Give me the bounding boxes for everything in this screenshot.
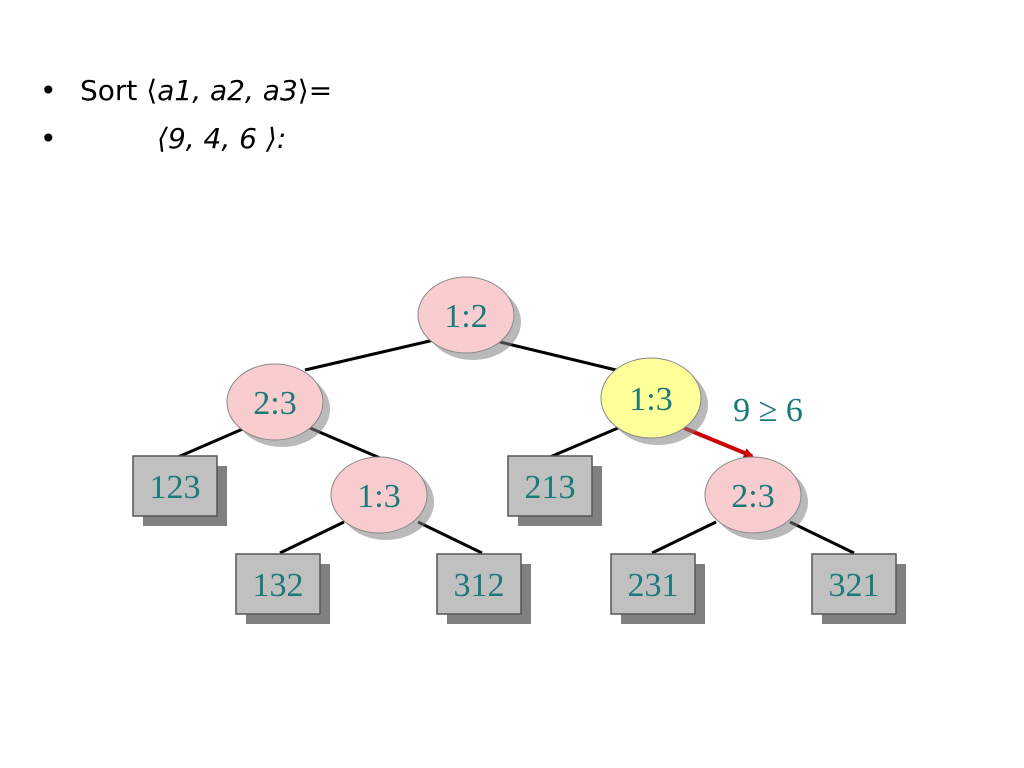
leaf-132: 132 — [235, 553, 330, 624]
values-list: 9, 4, 6 — [167, 122, 266, 155]
leaf-123-label: 123 — [150, 469, 201, 506]
leaf-312-label: 312 — [454, 567, 505, 604]
node-left-label: 2:3 — [253, 385, 296, 422]
leaf-231-label: 231 — [628, 567, 679, 604]
node-root-label: 1:2 — [444, 298, 487, 335]
active-path-arrow — [683, 426, 754, 458]
leaf-321: 321 — [811, 553, 906, 624]
tree-edges — [177, 338, 855, 555]
close-bracket-equals: ⟩= — [297, 74, 333, 107]
comparison-annotation: 9 ≥ 6 — [733, 392, 803, 429]
leaf-231: 231 — [610, 553, 705, 624]
edge-root-left — [304, 338, 435, 372]
bullet-dot: • — [40, 122, 57, 155]
node-right-right-label: 2:3 — [731, 478, 774, 515]
leaf-321-label: 321 — [829, 567, 880, 604]
leaf-312: 312 — [436, 553, 531, 624]
sort-variables: a1, a2, a3 — [157, 74, 298, 107]
edge-leftright-leaf132 — [279, 520, 345, 555]
leaf-213-label: 213 — [525, 469, 576, 506]
node-left: 2:3 — [226, 363, 330, 447]
leaf-123: 123 — [132, 455, 227, 526]
node-right-active: 1:3 — [600, 357, 708, 445]
node-right-right: 2:3 — [704, 456, 808, 540]
node-root: 1:2 — [417, 276, 521, 360]
close-bracket-colon: ⟩: — [265, 122, 287, 155]
edge-rightright-leaf321 — [789, 520, 855, 555]
edge-left-leftright — [309, 426, 381, 460]
sort-prefix: Sort — [80, 74, 147, 107]
edge-right-leaf213 — [549, 426, 619, 459]
bullet-dot: • — [40, 74, 57, 107]
node-right-label: 1:3 — [629, 381, 672, 418]
leaf-213: 213 — [507, 455, 602, 526]
node-left-right-label: 1:3 — [357, 478, 400, 515]
input-values: ⟨9, 4, 6 ⟩: — [157, 118, 286, 160]
open-bracket: ⟨ — [146, 74, 158, 107]
edge-left-leaf123 — [177, 426, 246, 459]
leaf-132-label: 132 — [253, 567, 304, 604]
open-bracket: ⟨ — [157, 122, 168, 155]
sort-statement: Sort ⟨a1, a2, a3⟩= — [80, 70, 332, 112]
edge-leftright-leaf312 — [417, 520, 483, 555]
edge-root-right — [499, 340, 617, 372]
edge-rightright-leaf231 — [651, 520, 717, 555]
node-left-right: 1:3 — [330, 456, 434, 540]
